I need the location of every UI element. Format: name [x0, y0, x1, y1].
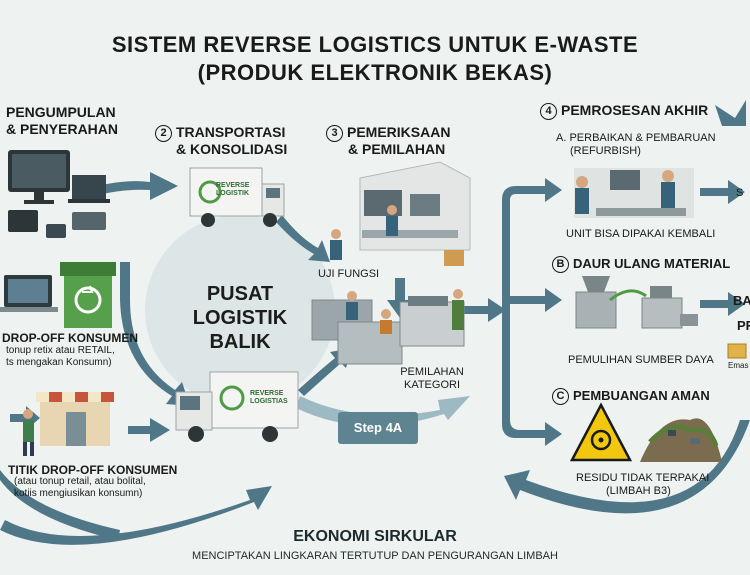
title-line-1: SISTEM REVERSE LOGISTICS UNTUK E-WASTE: [111, 32, 639, 57]
circular-arrow-left-bottom: [0, 470, 120, 540]
recycle-side-text-3: Emas: [728, 361, 749, 370]
disposal-caption-line1: RESIDU TIDAK TERPAKAI: [576, 472, 710, 484]
disposal-heading: C PEMBUANGAN AMAN: [552, 388, 710, 405]
refurbish-label-line1: A. PERBAIKAN & PEMBARUAN: [556, 132, 716, 144]
truck-transport-icon: [189, 167, 285, 227]
sort-label-line2: KATEGORI: [403, 379, 461, 391]
refurbish-caption: UNIT BISA DIPAKAI KEMBALI: [566, 228, 716, 240]
gold-bar-icon: [727, 343, 747, 359]
arrow-top-right: [715, 100, 746, 126]
branch-vertical: [502, 178, 562, 446]
landfill-icon: [640, 418, 722, 462]
arrow-a-out: [700, 180, 745, 204]
sorting-station-icon: [311, 289, 465, 365]
center-hub-circle: [145, 215, 335, 405]
circular-arrow-right: [504, 420, 750, 514]
dropoff-point-line1: (atau tonup retail, atau bolital,: [14, 476, 146, 487]
truck-bottom-text: REVERSE LOGISTIAS: [250, 390, 288, 405]
stage4-number: 4: [540, 103, 557, 120]
dropoff-retail-title: DROP-OFF KONSUMEN: [2, 331, 138, 345]
refurbish-side-text: S: [736, 187, 744, 199]
stage1-title-line2: & PENYERAHAN: [6, 121, 119, 137]
disposal-label: PEMBUANGAN AMAN: [573, 388, 710, 403]
shredder-machine-icon: [575, 276, 698, 329]
truck-logistics-icon: [175, 371, 299, 442]
stage2-title-line2: & KONSOLIDASI: [176, 141, 288, 157]
stage3-title-line1: PEMERIKSAAN: [347, 124, 451, 140]
used-electronics-icon: [8, 150, 110, 238]
recycle-heading: B DAUR ULANG MATERIAL: [552, 256, 730, 273]
recycle-side-text-1: BA: [733, 293, 750, 308]
stage4-title: PEMROSESAN AKHIR: [561, 102, 709, 118]
footer-subtitle: MENCIPTAKAN LINGKARAN TERTUTUP DAN PENGU…: [192, 550, 558, 562]
test-label: UJI FUNGSI: [318, 268, 380, 280]
truck-top-text: REVERSE LOGISTIK: [216, 182, 250, 197]
arrow-shop-to-truck: [128, 418, 170, 442]
title-line-2: (PRODUK ELEKTRONIK BEKAS): [197, 60, 553, 85]
refurbish-label-line2: (REFURBISH): [570, 145, 641, 157]
center-label-line3: BALIK: [209, 331, 271, 353]
arrow-to-final-branch: [462, 298, 506, 322]
stage1-title-line1: PENGUMPULAN: [6, 104, 116, 120]
center-label-line1: PUSAT: [206, 283, 274, 305]
recycle-caption: PEMULIHAN SUMBER DAYA: [568, 354, 714, 366]
disposal-caption-line2: (LIMBAH B3): [606, 485, 671, 497]
arrow-branch-to-b: [510, 288, 562, 312]
recycle-label: DAUR ULANG MATERIAL: [573, 256, 731, 271]
step-4a-tag: Step 4A: [338, 412, 418, 444]
dropoff-point-line2: kotiis mengiusikan konsumn): [14, 488, 143, 499]
stage2-number: 2: [155, 125, 172, 142]
disposal-letter: C: [552, 388, 569, 405]
stage3-title-line2: & PEMILAHAN: [348, 141, 446, 157]
retail-shop-icon: [23, 392, 114, 456]
stage3-number: 3: [326, 125, 343, 142]
recycle-letter: B: [552, 256, 569, 273]
dropoff-point-title: TITIK DROP-OFF KONSUMEN: [8, 463, 178, 477]
recycle-side-text-2: PR: [737, 318, 750, 333]
center-label-line2: LOGISTIK: [192, 307, 288, 329]
biohazard-warning-icon: [569, 402, 633, 462]
sort-label-line1: PEMILAHAN: [400, 366, 464, 378]
footer-title: EKONOMI SIRKULAR: [293, 528, 457, 545]
refurbish-workshop-icon: [574, 168, 694, 218]
dropoff-retail-line1: tonup retix atau RETAIL,: [6, 345, 115, 356]
circular-arrow-bottom: [0, 486, 272, 545]
inspection-room-icon: [330, 161, 471, 266]
arrow-b-out: [700, 292, 745, 316]
laptop-icon: [0, 275, 58, 312]
stage2-title-line1: TRANSPORTASI: [176, 124, 286, 140]
arrow-transport-to-inspection: [276, 215, 330, 262]
dropoff-retail-line2: ts mengakan Konsumn): [6, 357, 112, 368]
recycle-bin-icon: [60, 262, 116, 328]
